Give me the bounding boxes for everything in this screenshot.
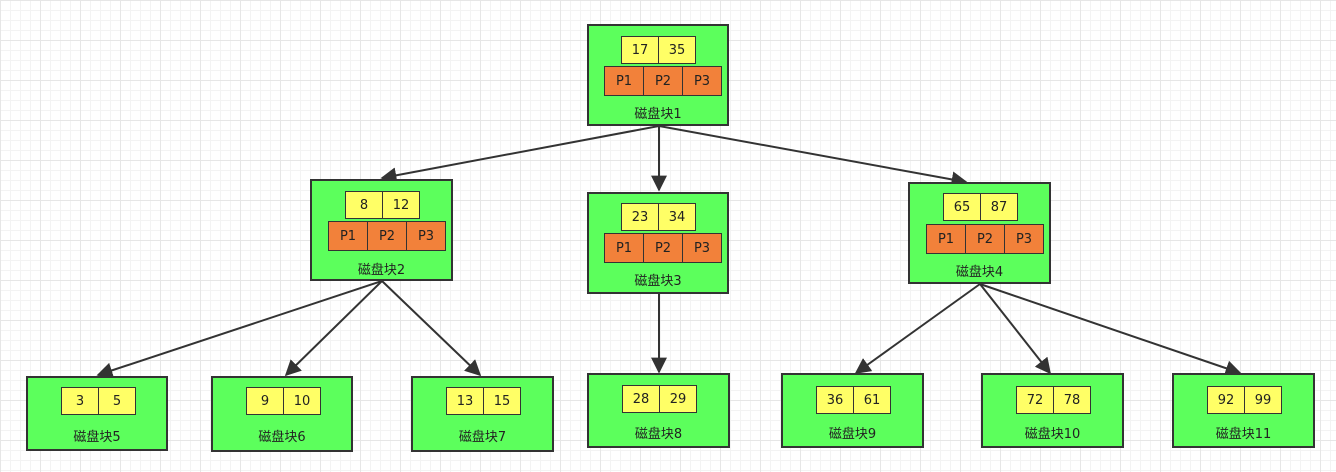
- key-cell: 17: [621, 36, 659, 64]
- disk-block-9: 36 61 磁盘块9: [781, 373, 924, 448]
- block-label: 磁盘块8: [634, 427, 683, 442]
- disk-block-2: 8 12 P1 P2 P3 磁盘块2: [310, 179, 453, 281]
- edge-b4-b9: [854, 283, 981, 374]
- key-cell: 23: [621, 203, 659, 231]
- key-cell: 15: [483, 387, 521, 415]
- key-cell: 8: [345, 191, 383, 219]
- edge-b2-b7: [381, 280, 482, 377]
- pointer-cell: P3: [1004, 224, 1044, 254]
- edge-b1-b2: [380, 125, 660, 184]
- key-cell: 36: [816, 386, 854, 414]
- disk-block-3: 23 34 P1 P2 P3 磁盘块3: [587, 192, 729, 294]
- disk-block-1: 17 35 P1 P2 P3 磁盘块1: [587, 24, 729, 126]
- block-label: 磁盘块5: [73, 430, 121, 445]
- key-cell: 34: [658, 203, 696, 231]
- block-label: 磁盘块4: [955, 265, 1004, 280]
- key-cell: 12: [382, 191, 420, 219]
- disk-block-11: 92 99 磁盘块11: [1172, 373, 1315, 448]
- key-cell: 13: [446, 387, 484, 415]
- key-cell: 5: [98, 387, 136, 415]
- disk-block-7: 13 15 磁盘块7: [411, 376, 554, 452]
- key-cell: 61: [853, 386, 891, 414]
- block-label: 磁盘块11: [1215, 427, 1272, 442]
- edge-b1-b4: [658, 125, 968, 188]
- edge-b4-b11: [979, 283, 1242, 376]
- pointer-cell: P1: [604, 66, 644, 96]
- key-cell: 92: [1207, 386, 1245, 414]
- block-label: 磁盘块10: [1024, 427, 1081, 442]
- disk-block-4: 65 87 P1 P2 P3 磁盘块4: [908, 182, 1051, 284]
- disk-block-10: 72 78 磁盘块10: [981, 373, 1124, 448]
- key-cell: 78: [1053, 386, 1091, 414]
- key-cell: 9: [246, 387, 284, 415]
- block-label: 磁盘块1: [634, 107, 682, 122]
- key-cell: 87: [980, 193, 1018, 221]
- block-label: 磁盘块7: [458, 430, 507, 445]
- key-cell: 35: [658, 36, 696, 64]
- key-cell: 3: [61, 387, 99, 415]
- pointer-cell: P3: [682, 233, 722, 263]
- key-cell: 72: [1016, 386, 1054, 414]
- disk-block-6: 9 10 磁盘块6: [211, 376, 353, 452]
- key-cell: 28: [622, 385, 660, 413]
- pointer-cell: P2: [965, 224, 1005, 254]
- pointer-cell: P1: [604, 233, 644, 263]
- key-cell: 99: [1244, 386, 1282, 414]
- pointer-cell: P2: [643, 66, 683, 96]
- edge-b2-b5: [96, 280, 383, 379]
- pointer-cell: P2: [643, 233, 683, 263]
- block-label: 磁盘块2: [357, 263, 406, 278]
- edge-b2-b6: [284, 280, 383, 377]
- pointer-cell: P1: [926, 224, 966, 254]
- block-label: 磁盘块6: [258, 430, 306, 445]
- pointer-cell: P2: [367, 221, 407, 251]
- edge-b4-b10: [979, 283, 1051, 375]
- disk-block-8: 28 29 磁盘块8: [587, 373, 730, 448]
- pointer-cell: P3: [682, 66, 722, 96]
- disk-block-5: 3 5 磁盘块5: [26, 376, 168, 451]
- block-label: 磁盘块3: [634, 274, 682, 289]
- pointer-cell: P3: [406, 221, 446, 251]
- key-cell: 29: [659, 385, 697, 413]
- key-cell: 65: [943, 193, 981, 221]
- key-cell: 10: [283, 387, 321, 415]
- pointer-cell: P1: [328, 221, 368, 251]
- block-label: 磁盘块9: [828, 427, 877, 442]
